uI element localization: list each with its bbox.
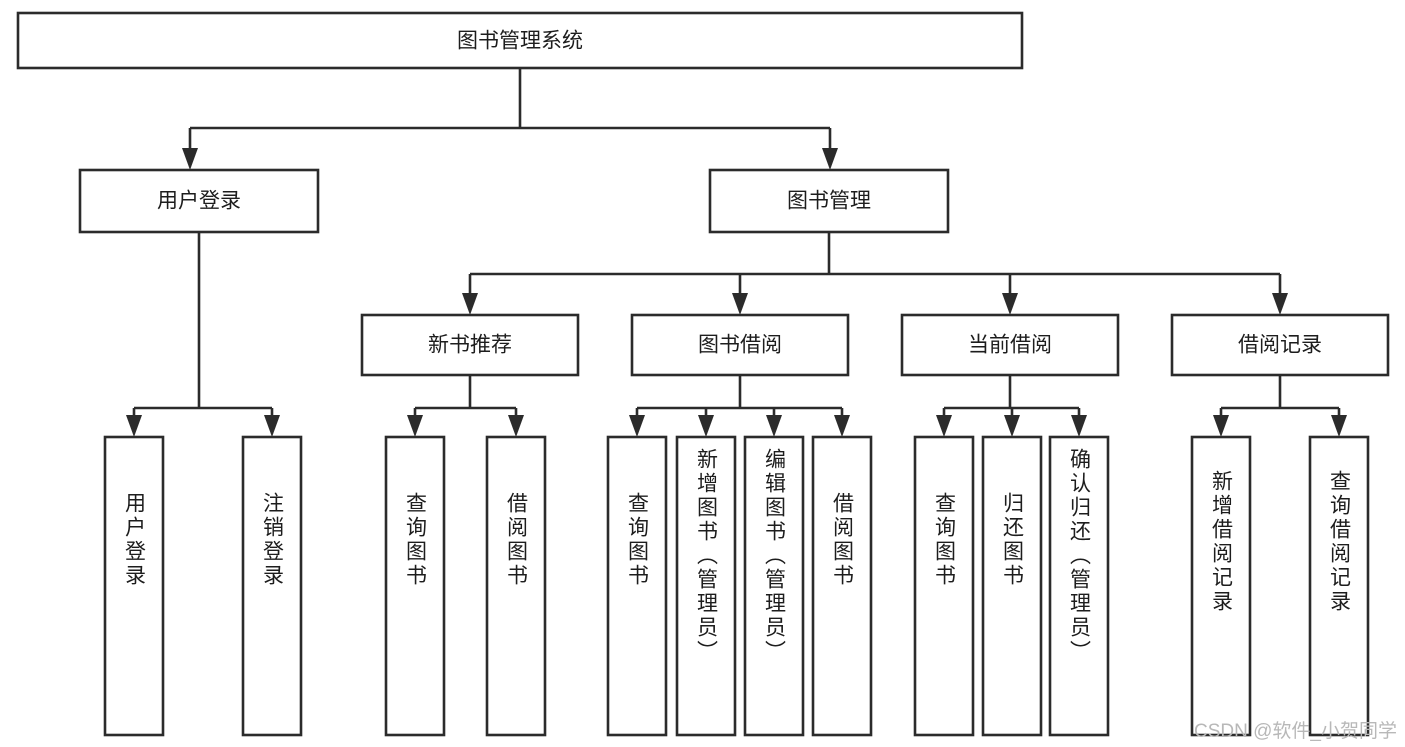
- arrowhead-current-leaf-3: [1071, 415, 1087, 437]
- arrowhead-borrow-record: [1272, 293, 1288, 315]
- leaf-borrow-book-newbook-label: 借阅图书: [505, 492, 529, 588]
- arrowhead-leaf-user-login: [126, 415, 142, 437]
- leaf-query-borrow-record-label: 查询借阅记录: [1328, 470, 1352, 614]
- node-borrow-record-box[interactable]: [1170, 313, 1390, 377]
- arrowhead-user-login: [182, 148, 198, 170]
- node-book-management-box[interactable]: [708, 168, 950, 234]
- leaf-return-book[interactable]: 归还图书: [981, 435, 1043, 737]
- leaf-query-borrow-record-box[interactable]: [1308, 435, 1370, 737]
- node-borrow-record-label: 借阅记录: [1238, 334, 1322, 357]
- leaf-query-book-newbook-box[interactable]: [384, 435, 446, 737]
- node-new-book-recommend-box[interactable]: [360, 313, 580, 377]
- arrowhead-newbook-leaf-2: [508, 415, 524, 437]
- leaf-return-book-box[interactable]: [981, 435, 1043, 737]
- leaf-query-book-newbook-label: 查询图书: [404, 492, 428, 588]
- arrowhead-borrow-leaf-3: [766, 415, 782, 437]
- arrowhead-newbook-leaf-1: [407, 415, 423, 437]
- node-root-box[interactable]: [16, 11, 1024, 70]
- arrowhead-current-leaf-1: [936, 415, 952, 437]
- leaf-logout-box[interactable]: [241, 435, 303, 737]
- leaf-add-borrow-record-label: 新增借阅记录: [1210, 470, 1234, 614]
- node-user-login-box[interactable]: [78, 168, 320, 234]
- arrowhead-record-leaf-1: [1213, 415, 1229, 437]
- leaf-query-book-current-label: 查询图书: [933, 492, 957, 588]
- leaf-borrow-book-newbook[interactable]: 借阅图书: [485, 435, 547, 737]
- leaf-query-borrow-record[interactable]: 查询借阅记录: [1308, 435, 1370, 737]
- leaf-confirm-return-admin-box[interactable]: [1048, 435, 1110, 737]
- leaf-borrow-book-newbook-box[interactable]: [485, 435, 547, 737]
- leaf-logout-label: 注销登录: [261, 492, 285, 588]
- leaf-edit-book-admin-box[interactable]: [743, 435, 805, 737]
- csdn-watermark: CSDN @软件_小贺同学: [1194, 721, 1397, 742]
- leaf-add-borrow-record[interactable]: 新增借阅记录: [1190, 435, 1252, 737]
- leaf-return-book-label: 归还图书: [1001, 492, 1025, 588]
- leaf-add-borrow-record-box[interactable]: [1190, 435, 1252, 737]
- leaf-query-book-current[interactable]: 查询图书: [913, 435, 975, 737]
- leaf-confirm-return-admin-label: 确认归还（管理员）: [1068, 448, 1092, 664]
- leaf-borrow-book-label: 借阅图书: [831, 492, 855, 588]
- node-current-borrow-label: 当前借阅: [968, 334, 1052, 357]
- node-book-management-label: 图书管理: [787, 190, 871, 213]
- leaf-query-book-current-box[interactable]: [913, 435, 975, 737]
- arrowhead-book-borrow: [732, 293, 748, 315]
- arrowhead-borrow-leaf-4: [834, 415, 850, 437]
- arrowhead-current-borrow: [1002, 293, 1018, 315]
- node-new-book-recommend[interactable]: 新书推荐: [360, 313, 580, 377]
- arrowhead-leaf-logout: [264, 415, 280, 437]
- leaf-edit-book-admin-label: 编辑图书（管理员）: [763, 448, 787, 664]
- node-book-borrow-label: 图书借阅: [698, 334, 782, 357]
- leaf-query-book-borrow[interactable]: 查询图书: [606, 435, 668, 737]
- leaf-logout[interactable]: 注销登录: [241, 435, 303, 737]
- connector-layer: [126, 68, 1347, 437]
- node-book-management[interactable]: 图书管理: [708, 168, 950, 234]
- node-book-borrow-box[interactable]: [630, 313, 850, 377]
- arrowhead-record-leaf-2: [1331, 415, 1347, 437]
- leaf-user-login-box[interactable]: [103, 435, 165, 737]
- arrowhead-borrow-leaf-1: [629, 415, 645, 437]
- node-user-login-label: 用户登录: [157, 190, 241, 213]
- node-root-system[interactable]: 图书管理系统: [16, 11, 1024, 70]
- leaf-add-book-admin-label: 新增图书（管理员）: [695, 448, 719, 664]
- leaf-borrow-book-box[interactable]: [811, 435, 873, 737]
- leaf-add-book-admin[interactable]: 新增图书（管理员）: [675, 435, 737, 737]
- leaf-query-book-newbook[interactable]: 查询图书: [384, 435, 446, 737]
- leaf-query-book-borrow-label: 查询图书: [626, 492, 650, 588]
- node-borrow-record[interactable]: 借阅记录: [1170, 313, 1390, 377]
- arrowhead-current-leaf-2: [1004, 415, 1020, 437]
- node-current-borrow[interactable]: 当前借阅: [900, 313, 1120, 377]
- arrowhead-borrow-leaf-2: [698, 415, 714, 437]
- leaf-borrow-book[interactable]: 借阅图书: [811, 435, 873, 737]
- arrowhead-newbook-rec: [462, 293, 478, 315]
- node-root-label: 图书管理系统: [457, 30, 583, 53]
- leaf-add-book-admin-box[interactable]: [675, 435, 737, 737]
- arrowhead-book-mgmt: [822, 148, 838, 170]
- leaf-query-book-borrow-box[interactable]: [606, 435, 668, 737]
- node-new-book-recommend-label: 新书推荐: [428, 334, 512, 357]
- node-user-login[interactable]: 用户登录: [78, 168, 320, 234]
- node-book-borrow[interactable]: 图书借阅: [630, 313, 850, 377]
- node-current-borrow-box[interactable]: [900, 313, 1120, 377]
- leaf-user-login[interactable]: 用户登录: [103, 435, 165, 737]
- leaf-edit-book-admin[interactable]: 编辑图书（管理员）: [743, 435, 805, 737]
- leaf-confirm-return-admin[interactable]: 确认归还（管理员）: [1048, 435, 1110, 737]
- leaf-user-login-label: 用户登录: [123, 492, 147, 588]
